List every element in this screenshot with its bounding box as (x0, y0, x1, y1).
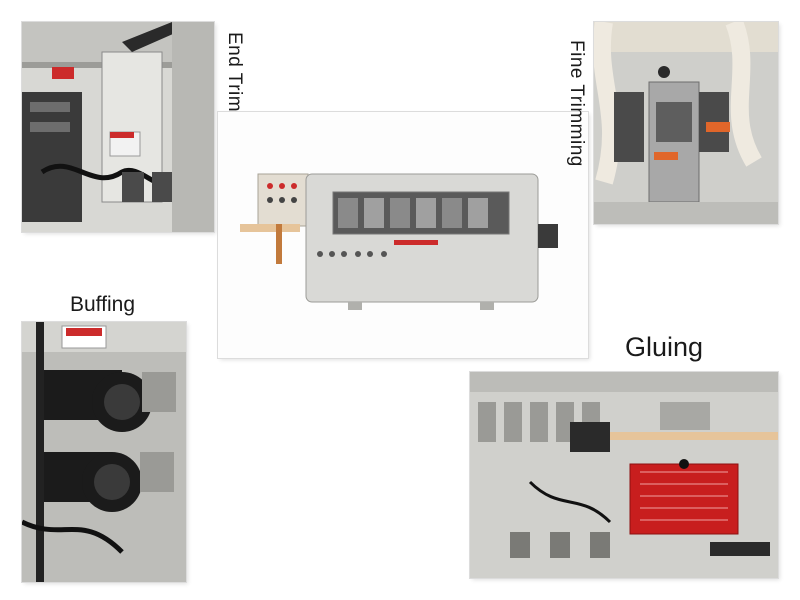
machine-image (218, 112, 588, 358)
fine-trimming-label: Fine Trimming (566, 40, 587, 167)
buffing-image (22, 322, 186, 582)
fine-trimming-photo (594, 22, 778, 224)
gluing-image (470, 372, 778, 578)
end-trimming-image (22, 22, 214, 232)
fine-trimming-image (594, 22, 778, 224)
edge-banding-machine-photo (218, 112, 588, 358)
gluing-photo (470, 372, 778, 578)
buffing-photo (22, 322, 186, 582)
buffing-label: Buffing (70, 293, 135, 316)
gluing-label: Gluing (625, 332, 704, 362)
end-trimming-photo (22, 22, 214, 232)
